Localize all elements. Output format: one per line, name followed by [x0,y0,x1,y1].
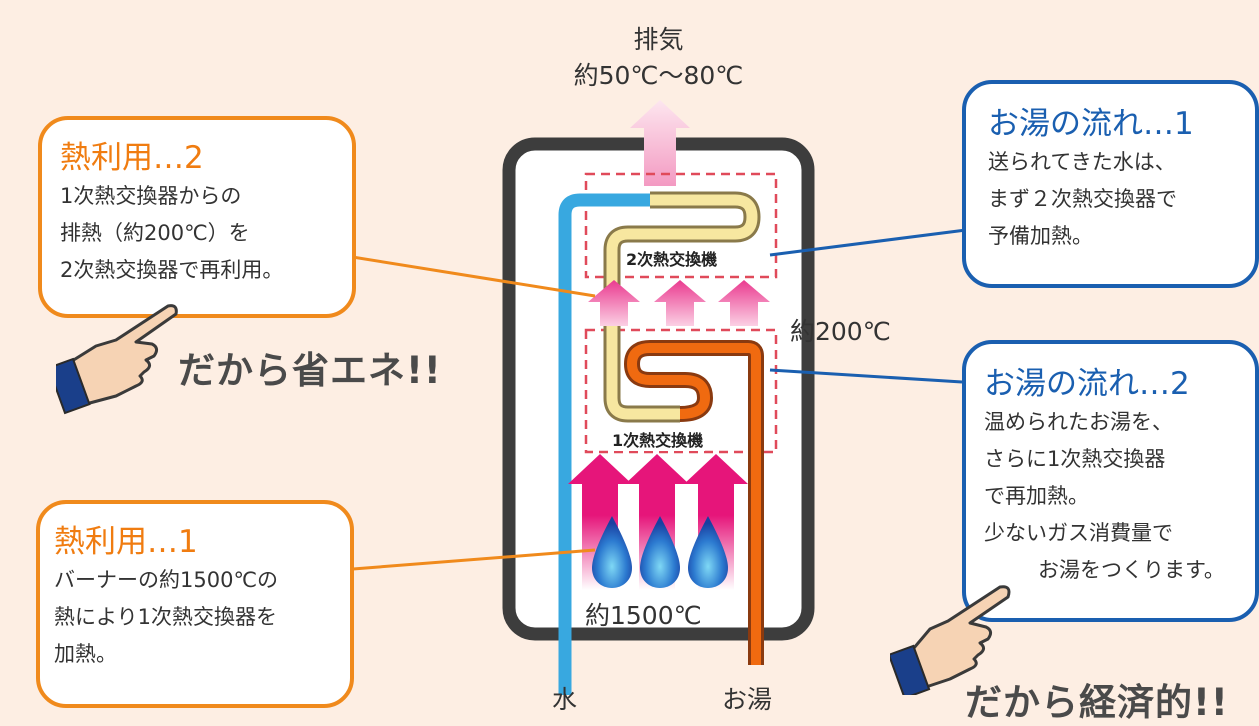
hx2-label: 2次熱交換機 [624,246,720,270]
heat-use-2-title: 熱利用…2 [60,140,204,176]
heat-use-1-body: バーナーの約1500℃の 熱により1次熱交換器を 加熱。 [54,568,279,666]
pointing-hand-icon [890,585,1011,695]
pointing-hand-icon [56,304,178,415]
heat-use-2-box: 熱利用…2 1次熱交換器からの 排熱（約200℃）を 2次熱交換器で再利用。 [38,116,356,318]
exhaust-temp: 約50℃〜80℃ [573,61,744,90]
temp-200: 約200℃ [790,317,891,346]
hot-water-out-label: お湯 [722,685,773,714]
flow-2-title: お湯の流れ…2 [984,366,1190,402]
flow-2-body: 温められたお湯を、 さらに1次熱交換器 で再加熱。 少ないガス消費量で [984,410,1173,545]
cold-water-pipe [558,193,650,695]
heat-use-1-box: 熱利用…1 バーナーの約1500℃の 熱により1次熱交換器を 加熱。 [36,500,354,708]
flow-1-box: お湯の流れ…1 送られてきた水は、 まず２次熱交換器で 予備加熱。 [962,80,1259,288]
hx2-dashed-box [584,172,778,279]
temp-1500: 約1500℃ [585,601,702,630]
flow-2-box: お湯の流れ…2 温められたお湯を、 さらに1次熱交換器 で再加熱。 少ないガス消… [962,340,1259,622]
hx1-label: 1次熱交換機 [610,427,706,451]
exhaust-arrow-icon [630,100,690,186]
slogan-economical: だから経済的!! [965,681,1229,724]
callout-lines [339,228,967,572]
heat-use-1-title: 熱利用…1 [54,524,198,560]
waste-heat-arrows [588,280,770,326]
flow-2-last-line: お湯をつくります。 [1038,558,1225,582]
flow-1-title: お湯の流れ…1 [988,106,1194,142]
burner-flame-icon [592,516,728,588]
heat-use-2-body: 1次熱交換器からの 排熱（約200℃）を 2次熱交換器で再利用。 [60,184,284,282]
flow-1-body: 送られてきた水は、 まず２次熱交換器で 予備加熱。 [988,150,1177,248]
water-in-label: 水 [552,685,578,714]
exhaust-label: 排気 [633,25,684,54]
hx1-dashed-box [584,328,778,454]
slogan-energy-saving: だから省エネ!! [178,349,442,392]
